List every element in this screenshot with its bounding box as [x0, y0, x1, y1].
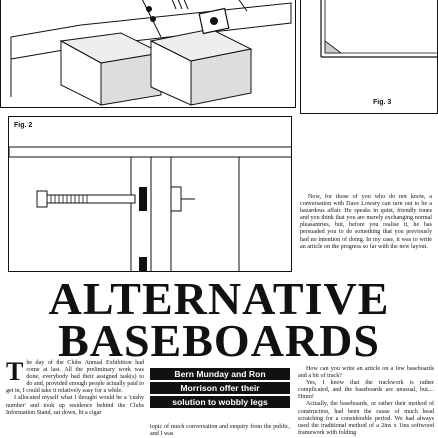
byline-line-1: Bern Munday and Ron	[150, 368, 290, 380]
column-1-paragraph-2: I allocated myself what I thought would …	[6, 395, 144, 416]
byline-line-2: Morrison offer their	[150, 382, 290, 394]
intro-paragraph: Now, for those of you who do not know, a…	[300, 194, 432, 250]
column-2-paragraph-1: topic of much conversation and enquiry f…	[150, 424, 290, 438]
column-3-paragraph-2: Yes, I know that the trackwork is rather…	[298, 380, 434, 401]
fig3-illustration	[320, 0, 437, 58]
drop-cap: T	[6, 357, 24, 386]
column-1-text-1: he day of the Clubs Annual Exhibition ha…	[6, 360, 144, 395]
fig2-label: Fig. 2	[14, 122, 33, 129]
figure-top-left	[0, 0, 296, 108]
fig2-illustration	[9, 146, 291, 271]
headline-line-2: BASEBOARDS	[58, 315, 380, 366]
intro-text: Now, for those of you who do not know, a…	[300, 194, 432, 251]
headline-line-1: ALTERNATIVE	[48, 273, 390, 324]
column-3-paragraph-3: Actually, the baseboards, or rather thei…	[298, 401, 434, 436]
column-3-paragraph-1: How can you write an article on a few ba…	[298, 366, 434, 380]
figure-2: Fig. 2	[8, 116, 292, 272]
baseboard-joint-illustration	[10, 0, 292, 106]
figure-3: Fig. 3	[300, 0, 438, 114]
article-column-3: How can you write an article on a few ba…	[298, 366, 434, 437]
byline-line-3: solution to wobbly legs	[150, 396, 290, 408]
article-column-2: topic of much conversation and enquiry f…	[150, 424, 290, 438]
byline-box: Bern Munday and Ron Morrison offer their…	[150, 368, 290, 410]
fig3-label: Fig. 3	[373, 99, 392, 106]
